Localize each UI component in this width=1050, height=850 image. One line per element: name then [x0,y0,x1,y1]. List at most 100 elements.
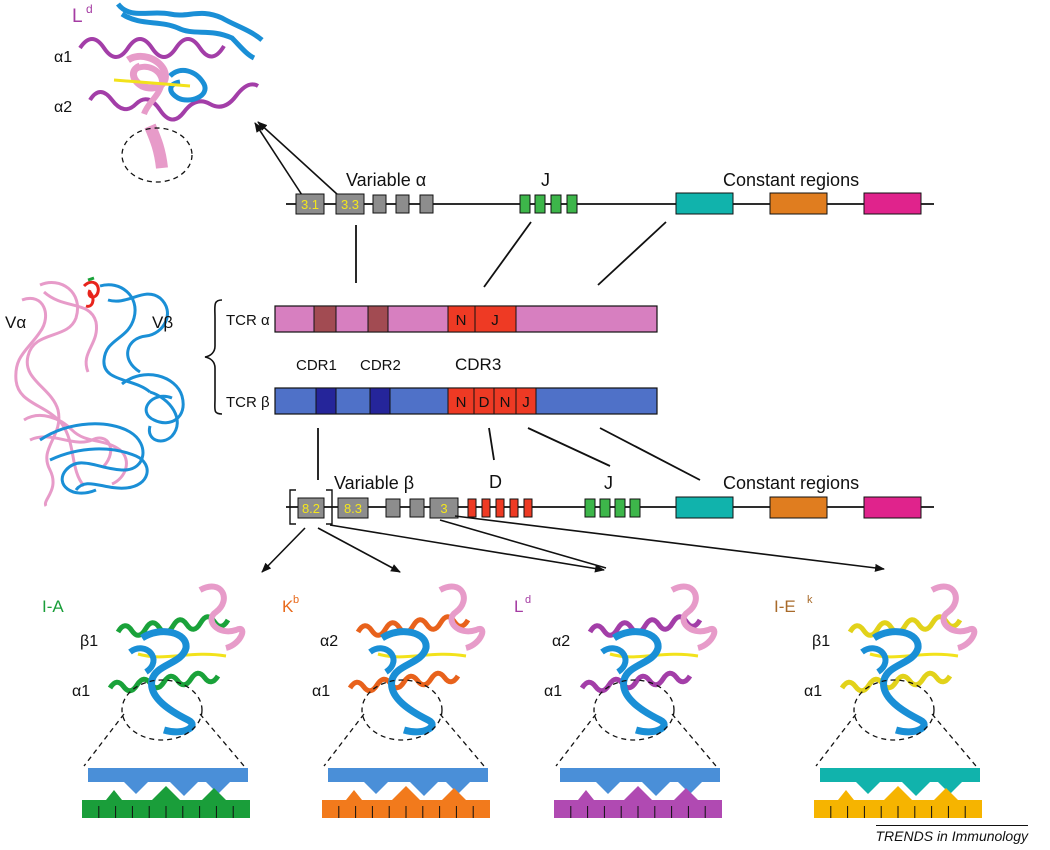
mhc-lower-helix [839,670,953,694]
arrow-8-2-to-ia [261,527,306,573]
complex-name-superscript: b [293,594,299,606]
mhc-lower-helix [579,670,693,694]
arrow-3-3-to-ld [257,121,339,196]
tcr-beta-loops [872,628,928,736]
alpha-constant-teal [675,192,734,215]
complex-upper-helix-label: α2 [552,633,570,650]
complex-upper-helix-label: β1 [812,633,830,650]
cdr3-contact-circle [121,679,203,741]
arrow-3-to-iek [454,515,885,572]
complex-lower-helix-label: α1 [544,683,562,700]
beta-gene-8-2-label: 8.2 [302,501,320,516]
pmhc-lock-shape [554,786,722,818]
mhc-lower-helix [347,670,461,694]
complex-lower-helix-label: α1 [72,683,90,700]
complex-name-superscript: d [525,594,531,606]
top-ld-helix2: α2 [54,99,72,116]
beta-gene-3-label: 3 [440,501,447,516]
complex-name: I-A [42,597,64,616]
alpha-j-label: J [541,170,550,190]
alpha-gene-3-3 [335,193,365,215]
beta-gene-8-3-label: 8.3 [344,501,362,516]
complex-name: I-E [774,597,796,616]
arrow-8-2-to-kb [317,527,401,573]
tcr-beta-d: D [479,394,490,411]
complex-1: I-A β1 α1 [42,583,250,818]
cdr3-contact-circle [361,679,443,741]
tcr-beta-loops [380,628,436,736]
top-ld-superscript: d [86,2,93,16]
tcr-beta-bar: TCR β N D N J [226,387,658,415]
beta-constant-teal [675,496,734,519]
alpha-locus: 3.1 3.3 Variable α J Constant regions [286,170,934,215]
complex-upper-helix-label: β1 [80,633,98,650]
arrow-3-1-to-ld [254,122,303,196]
tcr-beta-j: J [522,394,530,411]
tcr-beta-loops [140,628,196,736]
mhc-lower-helix [107,670,221,694]
top-ld-helix1: α1 [54,49,72,66]
alpha-gene-3-3-label: 3.3 [341,197,359,212]
alpha-variable-label: Variable α [346,170,426,190]
complex-4: I-E k β1 α1 [774,583,982,818]
beta-constant-magenta [863,496,922,519]
alpha-gene-3-1 [295,193,325,215]
complex-name-superscript: k [807,594,813,606]
beta-gene-8-2 [297,497,325,519]
beta-d-label: D [489,472,502,492]
cdr3-label: CDR3 [455,355,501,374]
alpha-gene-3-1-label: 3.1 [301,197,319,212]
tcr-alpha-loops [930,583,978,651]
cdr2-label: CDR2 [360,357,401,374]
tcr-alpha-j: J [491,312,499,329]
alpha-constant-magenta [863,192,922,215]
complex-name: K [282,597,294,616]
pmhc-lock-shape [814,786,982,818]
tcr-structure: Vα Vβ [5,276,185,507]
tcr-beta-n2: N [500,394,511,411]
tcr-beta-n1: N [456,394,467,411]
beta-gene-3 [429,497,459,519]
arrow-8-2-to-ld [329,524,605,573]
pmhc-lock-shape [322,786,490,818]
cdr3-contact-circle [853,679,935,741]
alpha-constant-label: Constant regions [723,170,859,190]
beta-variable-label: Variable β [334,473,414,493]
cdr1-label: CDR1 [296,357,337,374]
complex-lower-helix-label: α1 [312,683,330,700]
top-ld-name: L [72,6,83,27]
top-ld-structure: L d α1 α2 [54,2,264,183]
tcr-va-label: Vα [5,313,26,332]
tcr-key-shape [88,768,248,796]
tcr-alpha-loops [198,583,246,651]
beta-constant-orange [769,496,828,519]
tcr-key-shape [328,768,488,796]
tcr-alpha-label: TCR α [226,312,270,329]
complex-upper-helix-label: α2 [320,633,338,650]
journal-credit: TRENDS in Immunology [875,825,1028,844]
complex-lower-helix-label: α1 [804,683,822,700]
arrow-3-to-ld [439,519,607,569]
complex-name: L [514,597,523,616]
tcr-alpha-loops [670,583,718,651]
tcr-vb-label: Vβ [152,313,173,332]
beta-gene-8-3 [337,497,369,519]
top-ld-circle [121,127,193,183]
tcr-alpha-n: N [456,312,467,329]
tcr-beta-loops [612,628,668,736]
beta-locus: 8.2 8.3 3 Variable β D J Constant region… [286,472,934,525]
tcr-brace [204,299,223,415]
tcr-beta-label: TCR β [226,394,270,411]
tcr-key-shape [560,768,720,796]
beta-j-label: J [604,473,613,493]
tcr-alpha-loops [438,583,486,651]
pmhc-lock-shape [82,786,250,818]
beta-constant-label: Constant regions [723,473,859,493]
tcr-key-shape [820,768,980,796]
alpha-constant-orange [769,192,828,215]
cdr3-contact-circle [593,679,675,741]
